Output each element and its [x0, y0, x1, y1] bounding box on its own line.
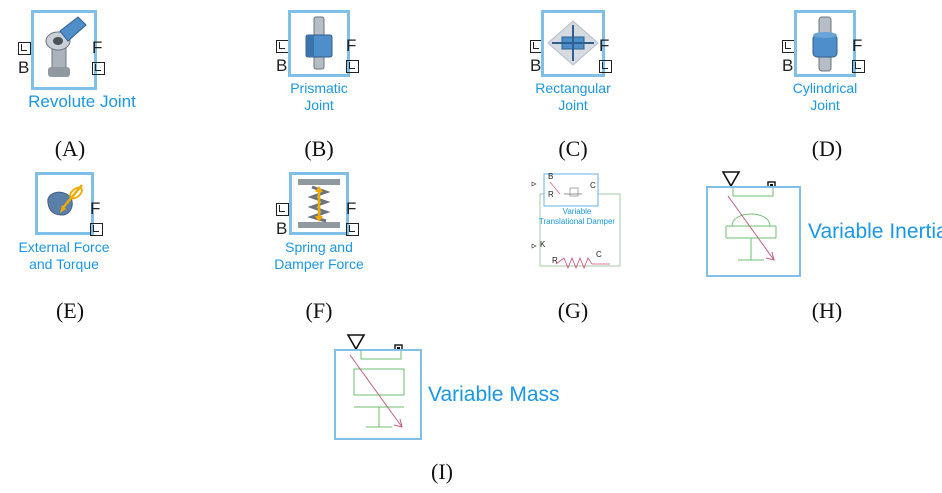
cylindrical-joint-icon [812, 16, 838, 72]
caption-e: (E) [55, 298, 85, 323]
port-k-label: K [540, 240, 546, 249]
port-f: F [90, 199, 103, 239]
prismatic-joint-label: Prismatic Joint [290, 80, 348, 113]
frame-port-icon [346, 60, 359, 74]
variable-damper-label: Variable Translational Damper [538, 207, 616, 226]
external-force-label: External Force and Torque [18, 239, 110, 272]
caption-a: (A) [54, 136, 86, 161]
revolute-joint-label: Revolute Joint [28, 92, 136, 111]
caption-g: (G) [557, 298, 589, 323]
rectangular-joint-label: Rectangular Joint [535, 80, 611, 113]
variable-mass-block[interactable] [334, 349, 422, 440]
input-port-icon [531, 181, 537, 187]
prismatic-joint-icon [305, 16, 333, 70]
input-port-icon [531, 243, 537, 249]
prismatic-joint-block[interactable] [288, 10, 350, 77]
port-f: F [346, 36, 359, 76]
spring-damper-icon [298, 179, 340, 228]
caption-i: (I) [431, 459, 453, 484]
variable-inertia-block[interactable] [706, 186, 801, 277]
spring-damper-block[interactable] [289, 172, 349, 235]
caption-f: (F) [305, 298, 333, 323]
cylindrical-joint-block[interactable] [794, 10, 856, 77]
port-f: F [92, 38, 105, 78]
caption-h: (H) [811, 298, 843, 323]
port-b: B [276, 199, 289, 239]
rectangular-joint-icon [547, 20, 599, 66]
variable-inertia-label: Variable Inertia [808, 220, 942, 243]
variable-mass-label: Variable Mass [428, 383, 560, 406]
port-c2-label: C [596, 250, 602, 259]
port-f: F [599, 36, 612, 76]
variable-damper-diagram [531, 173, 621, 270]
variable-inertia-icon [725, 188, 777, 261]
external-force-block[interactable] [35, 172, 94, 235]
input-triangle-icon [346, 334, 366, 351]
port-f: F [852, 36, 865, 76]
frame-port-icon [90, 223, 103, 237]
external-force-icon [47, 184, 83, 216]
revolute-joint-icon [45, 16, 87, 77]
rectangular-joint-block[interactable] [541, 10, 605, 77]
port-b: B [18, 38, 31, 78]
revolute-joint-block[interactable] [31, 10, 97, 90]
caption-c: (C) [558, 136, 588, 161]
caption-b: (B) [304, 136, 334, 161]
port-b-label: B [548, 172, 554, 181]
frame-port-icon [92, 62, 105, 76]
port-r-label: R [548, 190, 554, 199]
frame-port-icon [18, 42, 31, 56]
frame-port-icon [599, 60, 612, 74]
port-f: F [346, 199, 359, 239]
spring-damper-label: Spring and Damper Force [274, 239, 364, 272]
frame-port-icon [276, 203, 289, 217]
frame-port-icon [346, 223, 359, 237]
input-triangle-icon [721, 171, 741, 188]
frame-port-icon [852, 60, 865, 74]
caption-d: (D) [811, 136, 843, 161]
port-c-label: C [590, 181, 596, 190]
port-r2-label: R [552, 256, 558, 265]
cylindrical-joint-label: Cylindrical Joint [792, 80, 858, 113]
variable-mass-icon [349, 351, 405, 428]
